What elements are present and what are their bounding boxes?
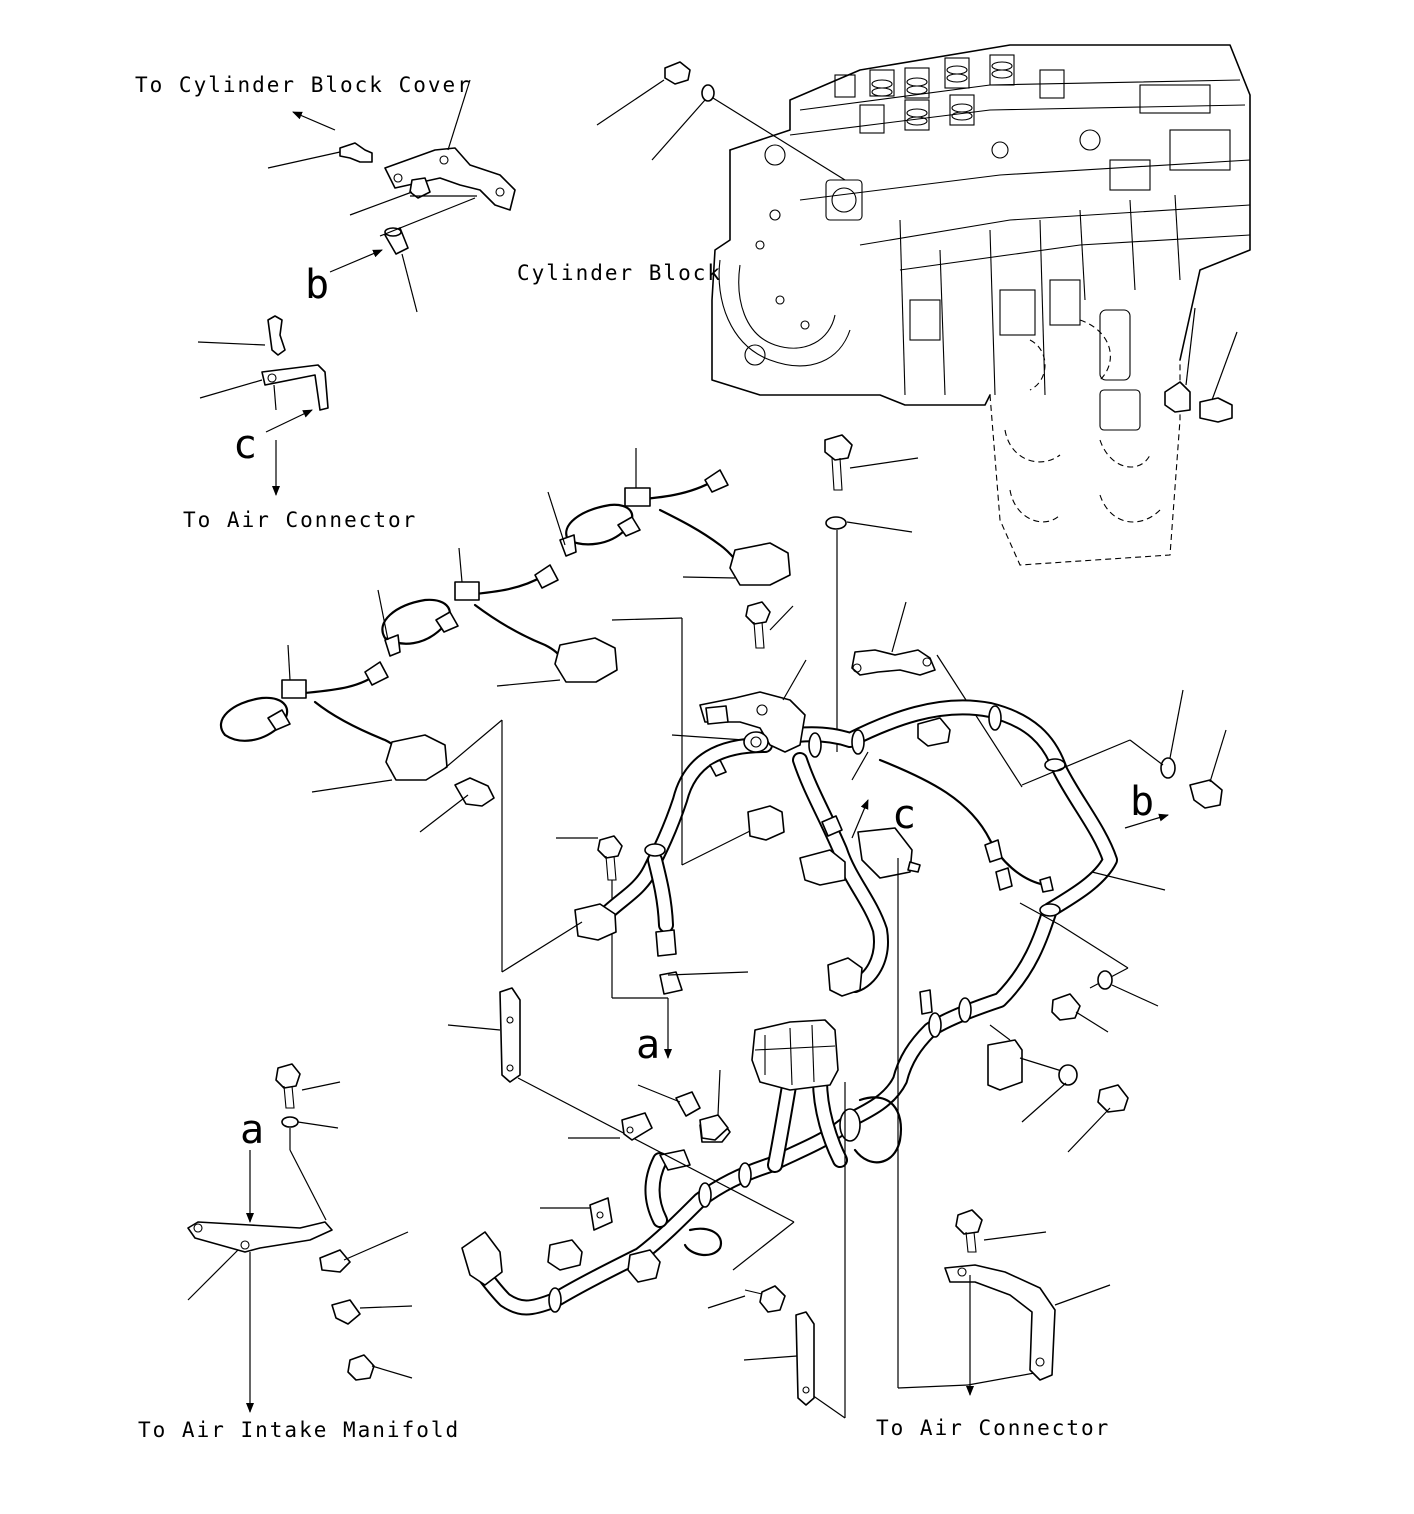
injector-harness-2 (377, 547, 618, 687)
injector-harness-1 (547, 448, 791, 586)
sensor-bracket-upper (851, 601, 1023, 788)
cylinder-block-drawing (711, 44, 1251, 566)
center-fasteners (556, 434, 919, 999)
cylinder-cover-bracket (267, 79, 516, 313)
ref-b-right: b (1130, 779, 1154, 825)
label-to-air-intake-manifold: To Air Intake Manifold (138, 1418, 460, 1442)
lower-small-parts (447, 987, 815, 1406)
label-to-air-connector-lower: To Air Connector (876, 1416, 1110, 1440)
label-to-cylinder-block-cover: To Cylinder Block Cover (135, 73, 472, 97)
cylinder-block-bolt (596, 61, 846, 181)
ref-c-left: c (233, 422, 257, 468)
ref-c-center: c (892, 792, 916, 838)
main-connector-block (751, 1019, 839, 1091)
injector-harness-3 (219, 644, 495, 833)
label-cylinder-block: Cylinder Block (517, 261, 722, 285)
ref-b-top: b (305, 262, 329, 308)
air-connector-bracket-upper (197, 315, 329, 496)
reference-leaders (444, 719, 749, 1059)
right-fasteners (944, 307, 1238, 1396)
label-to-air-connector-upper: To Air Connector (183, 508, 417, 532)
intake-manifold-bracket (187, 1063, 413, 1413)
valve-springs (834, 54, 1231, 191)
ref-a-left: a (240, 1107, 264, 1153)
ref-a-center: a (636, 1022, 660, 1068)
